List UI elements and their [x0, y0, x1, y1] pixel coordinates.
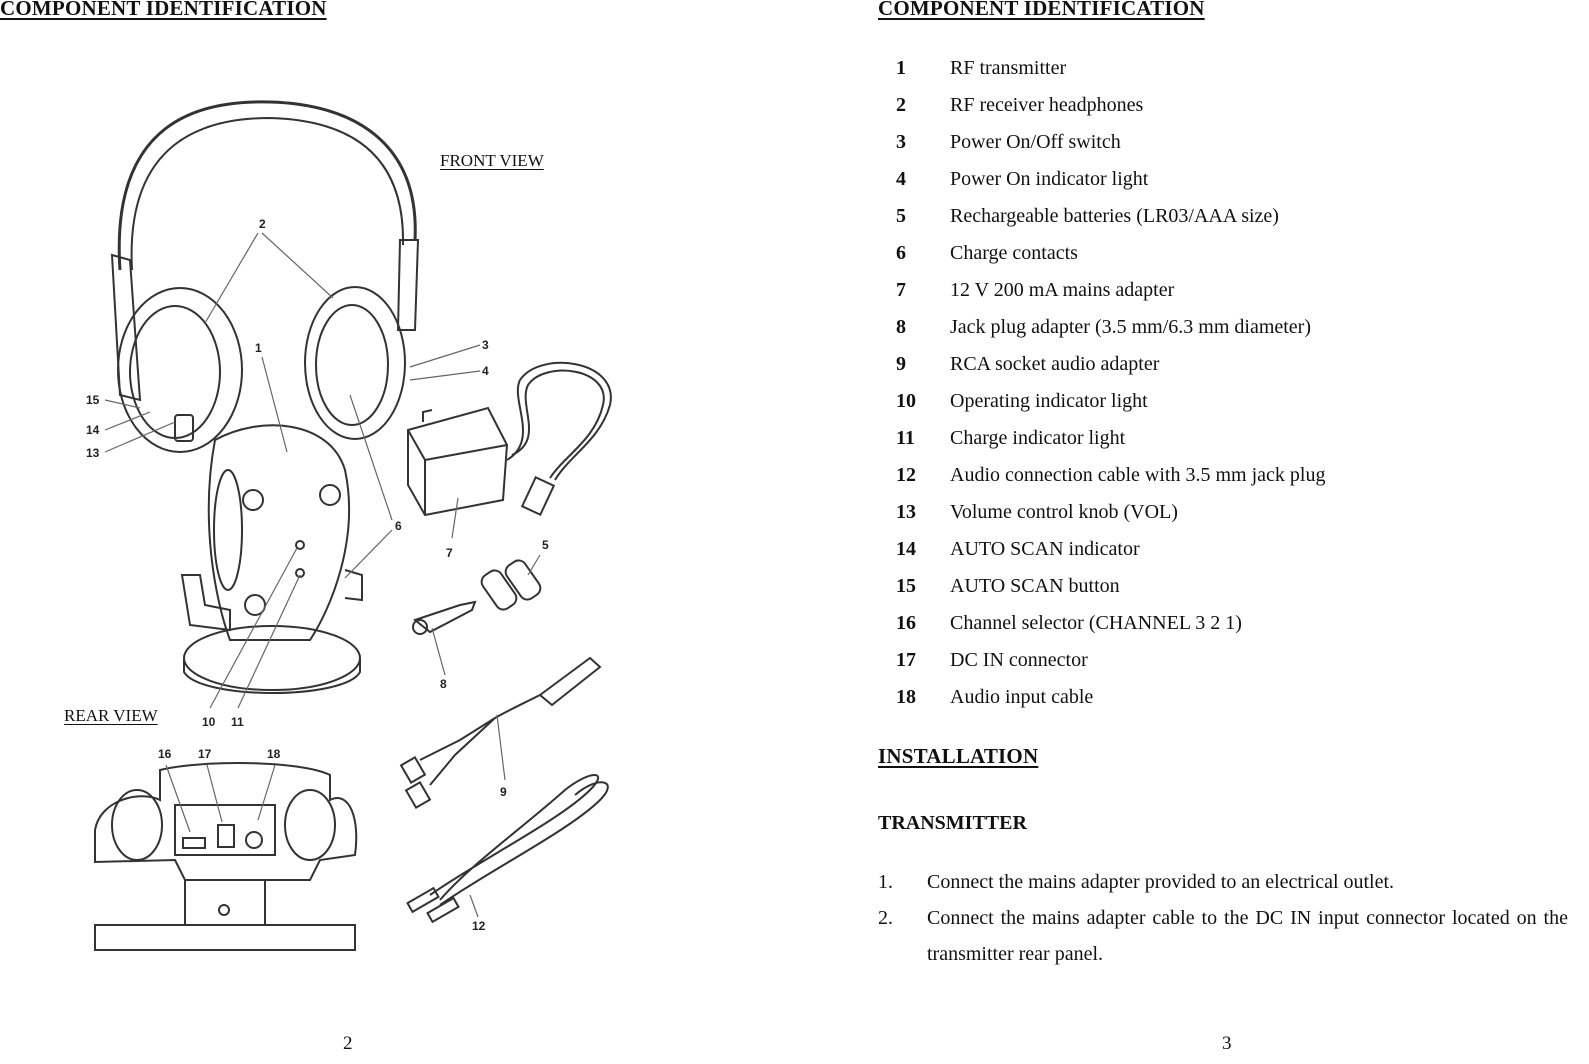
item-number: 14 — [896, 538, 916, 560]
list-item: 6 Charge contacts — [896, 235, 1325, 272]
installation-heading: INSTALLATION — [878, 744, 1039, 768]
item-number: 15 — [896, 575, 916, 597]
item-label: Volume control knob (VOL) — [950, 501, 1178, 523]
list-item: 12 Audio connection cable with 3.5 mm jac… — [896, 457, 1325, 494]
callout-11: 11 — [231, 715, 244, 729]
callout-17: 17 — [198, 747, 212, 761]
list-item: 16 Channel selector (CHANNEL 3 2 1) — [896, 605, 1325, 642]
step-item: 1. Connect the mains adapter provided to … — [878, 864, 1568, 900]
callout-12: 12 — [472, 919, 486, 933]
step-text: Connect the mains adapter cable to the D… — [927, 907, 1568, 965]
item-label: Channel selector (CHANNEL 3 2 1) — [950, 612, 1242, 634]
item-label: Jack plug adapter (3.5 mm/6.3 mm diamete… — [950, 316, 1312, 338]
item-number: 1 — [896, 57, 906, 79]
item-number: 9 — [896, 353, 906, 375]
list-item: 2 RF receiver headphones — [896, 87, 1325, 124]
callout-15: 15 — [86, 393, 100, 407]
step-number: 1. — [878, 871, 893, 893]
callout-16: 16 — [158, 747, 172, 761]
callout-7: 7 — [446, 546, 453, 560]
item-label: DC IN connector — [950, 649, 1088, 671]
item-label: RF transmitter — [950, 57, 1067, 79]
callout-9: 9 — [500, 785, 507, 799]
list-item: 5 Rechargeable batteries (LR03/AAA size) — [896, 198, 1325, 235]
list-item: 10 Operating indicator light — [896, 383, 1325, 420]
item-number: 6 — [896, 242, 906, 264]
item-label: Power On/Off switch — [950, 131, 1121, 153]
step-text: Connect the mains adapter provided to an… — [927, 871, 1395, 893]
item-label: Rechargeable batteries (LR03/AAA size) — [950, 205, 1279, 227]
left-page-number: 2 — [343, 1033, 353, 1054]
callout-10: 10 — [202, 715, 216, 729]
item-number: 7 — [896, 279, 906, 301]
item-label: RF receiver headphones — [950, 94, 1144, 116]
right-page-heading: COMPONENT IDENTIFICATION — [878, 0, 1205, 20]
item-label: Power On indicator light — [950, 168, 1149, 190]
list-item: 1 RF transmitter — [896, 50, 1325, 87]
item-label: Charge contacts — [950, 242, 1078, 264]
list-item: 3 Power On/Off switch — [896, 124, 1325, 161]
list-item: 17 DC IN connector — [896, 642, 1325, 679]
item-number: 4 — [896, 168, 906, 190]
component-diagram: 2 1 3 4 6 5 7 8 9 12 15 14 13 10 11 16 1… — [86, 100, 612, 951]
item-label: AUTO SCAN indicator — [950, 538, 1140, 560]
item-number: 16 — [896, 612, 916, 634]
list-item: 7 12 V 200 mA mains adapter — [896, 272, 1325, 309]
step-item: 2. Connect the mains adapter cable to the… — [878, 900, 1568, 972]
item-number: 3 — [896, 131, 906, 153]
item-number: 10 — [896, 390, 916, 412]
item-label: RCA socket audio adapter — [950, 353, 1160, 375]
callout-6: 6 — [395, 519, 402, 533]
item-number: 12 — [896, 464, 916, 486]
item-number: 13 — [896, 501, 916, 523]
item-label: Charge indicator light — [950, 427, 1126, 449]
list-item: 18 Audio input cable — [896, 679, 1325, 716]
list-item: 8 Jack plug adapter (3.5 mm/6.3 mm diamet… — [896, 309, 1325, 346]
item-label: Audio connection cable with 3.5 mm jack … — [950, 464, 1326, 486]
list-item: 9 RCA socket audio adapter — [896, 346, 1325, 383]
callout-14: 14 — [86, 423, 100, 437]
item-number: 18 — [896, 686, 916, 708]
item-number: 5 — [896, 205, 906, 227]
list-item: 4 Power On indicator light — [896, 161, 1325, 198]
list-item: 11 Charge indicator light — [896, 420, 1325, 457]
callout-18: 18 — [267, 747, 281, 761]
item-number: 11 — [896, 427, 915, 449]
callout-5: 5 — [542, 538, 549, 552]
item-number: 17 — [896, 649, 916, 671]
list-item: 14 AUTO SCAN indicator — [896, 531, 1325, 568]
list-item: 15 AUTO SCAN button — [896, 568, 1325, 605]
left-page-heading: COMPONENT IDENTIFICATION — [0, 0, 327, 20]
callout-8: 8 — [440, 677, 447, 691]
installation-steps: 1. Connect the mains adapter provided to … — [878, 864, 1568, 972]
callout-3: 3 — [482, 338, 489, 352]
item-label: 12 V 200 mA mains adapter — [950, 279, 1175, 301]
callout-13: 13 — [86, 446, 100, 460]
rear-view-label: REAR VIEW — [64, 706, 158, 725]
callout-1: 1 — [255, 341, 262, 355]
item-number: 8 — [896, 316, 906, 338]
item-number: 2 — [896, 94, 906, 116]
item-label: Operating indicator light — [950, 390, 1148, 412]
transmitter-heading: TRANSMITTER — [878, 812, 1027, 834]
list-item: 13 Volume control knob (VOL) — [896, 494, 1325, 531]
right-page-number: 3 — [1222, 1033, 1232, 1054]
callout-4: 4 — [482, 364, 489, 378]
callout-2: 2 — [259, 217, 266, 231]
step-number: 2. — [878, 907, 893, 929]
item-label: AUTO SCAN button — [950, 575, 1120, 597]
front-view-label: FRONT VIEW — [440, 151, 544, 170]
item-label: Audio input cable — [950, 686, 1094, 708]
